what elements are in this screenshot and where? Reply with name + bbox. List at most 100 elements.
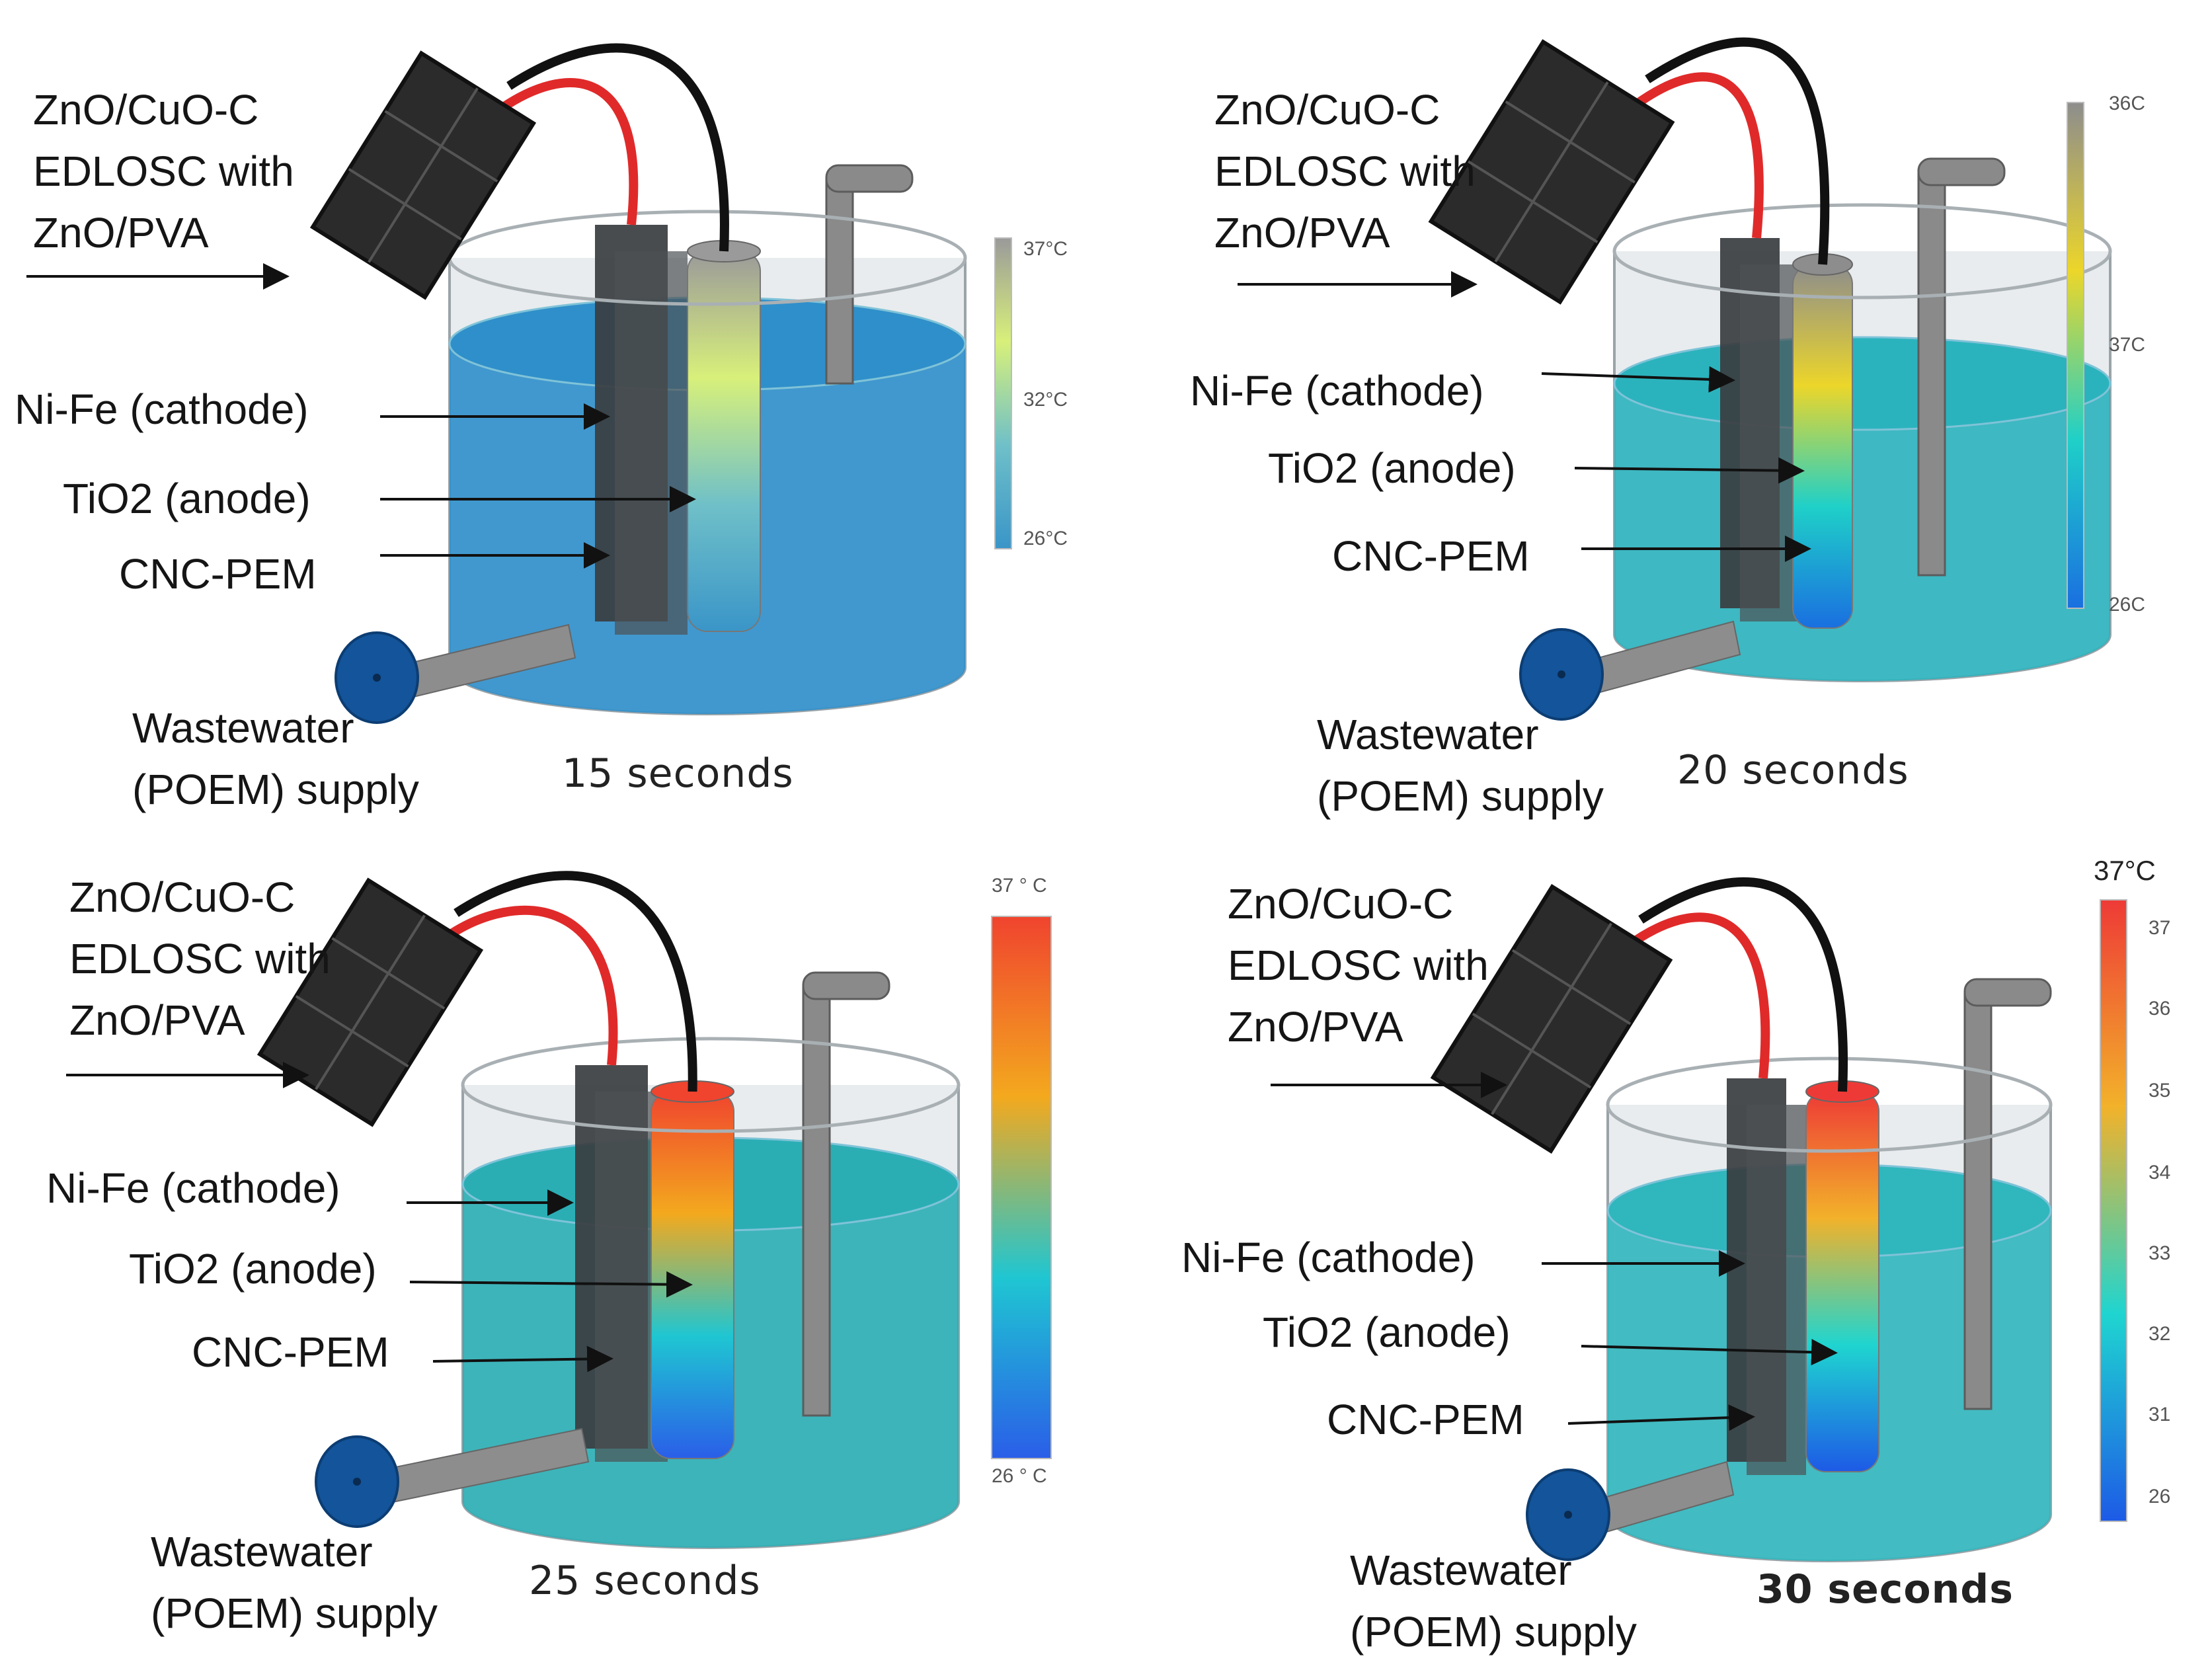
black-wire (454, 871, 697, 1092)
red-wire (493, 78, 639, 225)
scale-tick: 26C (2109, 594, 2146, 616)
solar-panel (257, 877, 484, 1127)
label-arrow (1574, 457, 1805, 484)
scale-tick: 26 ° C (992, 1465, 1047, 1487)
beaker-rim (461, 1037, 961, 1133)
scale-tick: 32 (2149, 1323, 2171, 1345)
supply-label-line: (POEM) supply (132, 765, 419, 813)
outlet-pipe (802, 984, 831, 1417)
outlet-pipe-elbow (825, 164, 914, 193)
cathode-label: Ni-Fe (cathode) (46, 1164, 340, 1212)
cathode-label: Ni-Fe (cathode) (15, 385, 309, 433)
electrolyzer-scene (26, 43, 1012, 724)
scale-tick: 34 (2149, 1162, 2171, 1183)
membrane-plate (615, 251, 688, 635)
scale-tick: 37°C (2094, 855, 2156, 886)
membrane-label: CNC-PEM (1327, 1396, 1524, 1443)
scale-tick: 37 ° C (992, 875, 1047, 897)
anode-rod (651, 1091, 734, 1459)
panel-15-seconds: ZnO/CuO-C EDLOSC with ZnO/PVA Ni-Fe (cat… (0, 0, 1105, 840)
panel-30-seconds: ZnO/CuO-C EDLOSC with ZnO/PVA Ni-Fe (cat… (1105, 840, 2210, 1680)
time-label: 15 seconds (562, 750, 794, 797)
supply-label-line: Wastewater (1317, 711, 1539, 758)
scale-tick: 33 (2149, 1242, 2171, 1264)
supply-label-line: (POEM) supply (151, 1589, 438, 1637)
scale-tick: 36C (2109, 93, 2146, 114)
device-label-line: ZnO/PVA (1228, 1002, 1403, 1051)
outlet-pipe (1963, 991, 1993, 1410)
outlet-pipe (825, 177, 854, 385)
solar-cell-divider (315, 914, 426, 1090)
anode-label: TiO2 (anode) (63, 475, 311, 522)
electrolyzer-scene (1271, 877, 2127, 1562)
outlet-pipe-elbow (802, 971, 890, 1000)
membrane-plate (1747, 1105, 1806, 1475)
beaker-rim (1606, 1057, 2053, 1153)
red-wire (1631, 72, 1764, 239)
supply-label: Wastewater (POEM) supply (132, 698, 419, 820)
outlet-pipe (1917, 171, 1946, 577)
label-arrow (1541, 366, 1735, 393)
solar-cell-divider (1494, 81, 1609, 262)
outlet-pipe-elbow (1917, 157, 2006, 186)
cathode-label: Ni-Fe (cathode) (1190, 367, 1484, 415)
device-label: ZnO/CuO-C EDLOSC with ZnO/PVA (33, 79, 294, 263)
scale-tick: 32°C (1023, 389, 1068, 411)
anode-rod (687, 251, 761, 632)
time-label: 30 seconds (1756, 1566, 2014, 1613)
anode-label: TiO2 (anode) (1263, 1308, 1511, 1356)
device-label-line: ZnO/CuO-C (1228, 880, 1454, 928)
electrolyzer-scene (1238, 37, 2112, 721)
supply-valve-hub (1558, 670, 1565, 678)
temperature-scale-bar (2067, 102, 2084, 609)
device-label-line: EDLOSC with (69, 934, 331, 982)
red-wire (440, 905, 618, 1066)
cathode-label: Ni-Fe (cathode) (1181, 1234, 1476, 1281)
panel-25-seconds: ZnO/CuO-C EDLOSC with ZnO/PVA Ni-Fe (cat… (0, 840, 1105, 1680)
supply-label: Wastewater (POEM) supply (1317, 704, 1604, 827)
temperature-scale-bar (994, 237, 1012, 549)
water-surface (1613, 336, 2111, 431)
device-label-line: EDLOSC with (33, 147, 294, 195)
device-label-line: ZnO/PVA (1214, 208, 1390, 257)
supply-label-line: (POEM) supply (1317, 772, 1604, 820)
supply-label-line: Wastewater (151, 1528, 373, 1576)
label-arrow (1581, 1339, 1838, 1366)
solar-panel (309, 50, 537, 300)
time-label: 20 seconds (1677, 747, 1909, 793)
device-label-line: ZnO/PVA (33, 208, 209, 257)
solar-panel (1428, 39, 1675, 305)
anode-rod (1792, 264, 1853, 629)
supply-label-line: Wastewater (1350, 1546, 1572, 1594)
label-arrow (409, 1271, 693, 1298)
anode-label: TiO2 (anode) (1268, 444, 1516, 492)
supply-label: Wastewater (POEM) supply (151, 1521, 438, 1644)
black-wire (506, 43, 729, 252)
beaker-rim (1612, 203, 2112, 300)
device-label: ZnO/CuO-C EDLOSC with ZnO/PVA (1214, 79, 1476, 263)
membrane-plate (1740, 264, 1799, 621)
black-wire (1638, 877, 1848, 1092)
supply-label-line: (POEM) supply (1350, 1607, 1637, 1656)
label-arrow (432, 1345, 613, 1373)
solar-cell-divider (1491, 922, 1612, 1115)
black-wire (1645, 37, 1830, 265)
electrolyzer-scene (66, 871, 1052, 1549)
time-label: 25 seconds (529, 1558, 761, 1604)
panel-20-seconds: ZnO/CuO-C EDLOSC with ZnO/PVA Ni-Fe (cat… (1105, 0, 2210, 840)
device-label: ZnO/CuO-C EDLOSC with ZnO/PVA (69, 867, 331, 1051)
anode-label: TiO2 (anode) (129, 1245, 377, 1293)
outlet-pipe-elbow (1963, 978, 2052, 1007)
scale-tick: 26 (2149, 1486, 2171, 1507)
device-label-line: ZnO/PVA (69, 996, 245, 1044)
supply-valve-hub (1564, 1511, 1572, 1519)
membrane-label: CNC-PEM (1332, 532, 1530, 580)
supply-valve-hub (353, 1478, 361, 1486)
scale-tick: 37 (2149, 917, 2171, 939)
scale-tick: 37C (2109, 334, 2146, 356)
temperature-scale-bar (2100, 899, 2127, 1522)
scale-tick: 36 (2149, 998, 2171, 1020)
temperature-scale-bar (991, 916, 1052, 1459)
device-label: ZnO/CuO-C EDLOSC with ZnO/PVA (1228, 873, 1489, 1057)
solar-cell-divider (368, 87, 479, 263)
